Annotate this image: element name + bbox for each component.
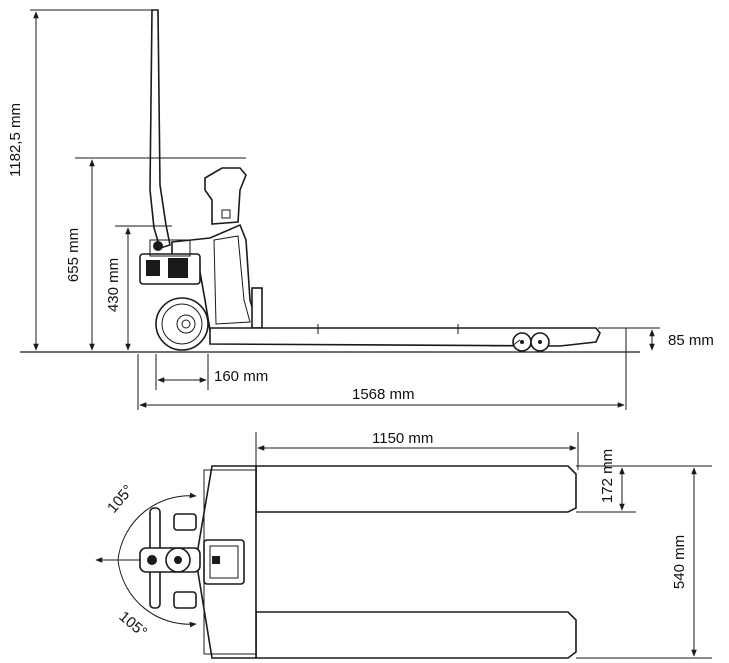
steer-arc-top: [117, 492, 197, 561]
chassis-inner: [213, 235, 251, 325]
load-rollers: [490, 332, 550, 352]
side-plate: [251, 287, 263, 329]
side-view: 1182,5 mm 655 mm 430 mm 85 mm 160 mm 156…: [7, 9, 714, 410]
label-height-total: 1182,5 mm: [7, 103, 24, 177]
label-fork-width: 172 mm: [599, 449, 616, 503]
fork-side: [209, 327, 601, 347]
label-wheel-offset: 160 mm: [214, 368, 268, 385]
steer-arc-bottom: [117, 559, 197, 628]
label-length-total: 1568 mm: [352, 386, 415, 403]
handle-tiller: [149, 9, 171, 249]
fork-top-upper: [255, 465, 577, 513]
label-fork-height: 85 mm: [668, 332, 714, 349]
pump-head-display: [221, 209, 231, 219]
label-steer-top: 105°: [104, 482, 137, 517]
steer-wheel: [155, 297, 209, 351]
label-fork-length: 1150 mm: [372, 430, 433, 447]
label-height-frame: 430 mm: [105, 258, 122, 312]
label-height-handle: 655 mm: [65, 228, 82, 282]
pump-head: [204, 167, 247, 225]
label-steer-bottom: 105°: [116, 608, 151, 641]
label-overall-width: 540 mm: [671, 535, 688, 589]
handle-top: [139, 507, 201, 609]
control-box-top: [203, 539, 245, 585]
hydraulic-block: [139, 239, 201, 285]
fork-top-lower: [255, 611, 577, 659]
top-view: 1150 mm 105° 105°: [95, 430, 712, 659]
